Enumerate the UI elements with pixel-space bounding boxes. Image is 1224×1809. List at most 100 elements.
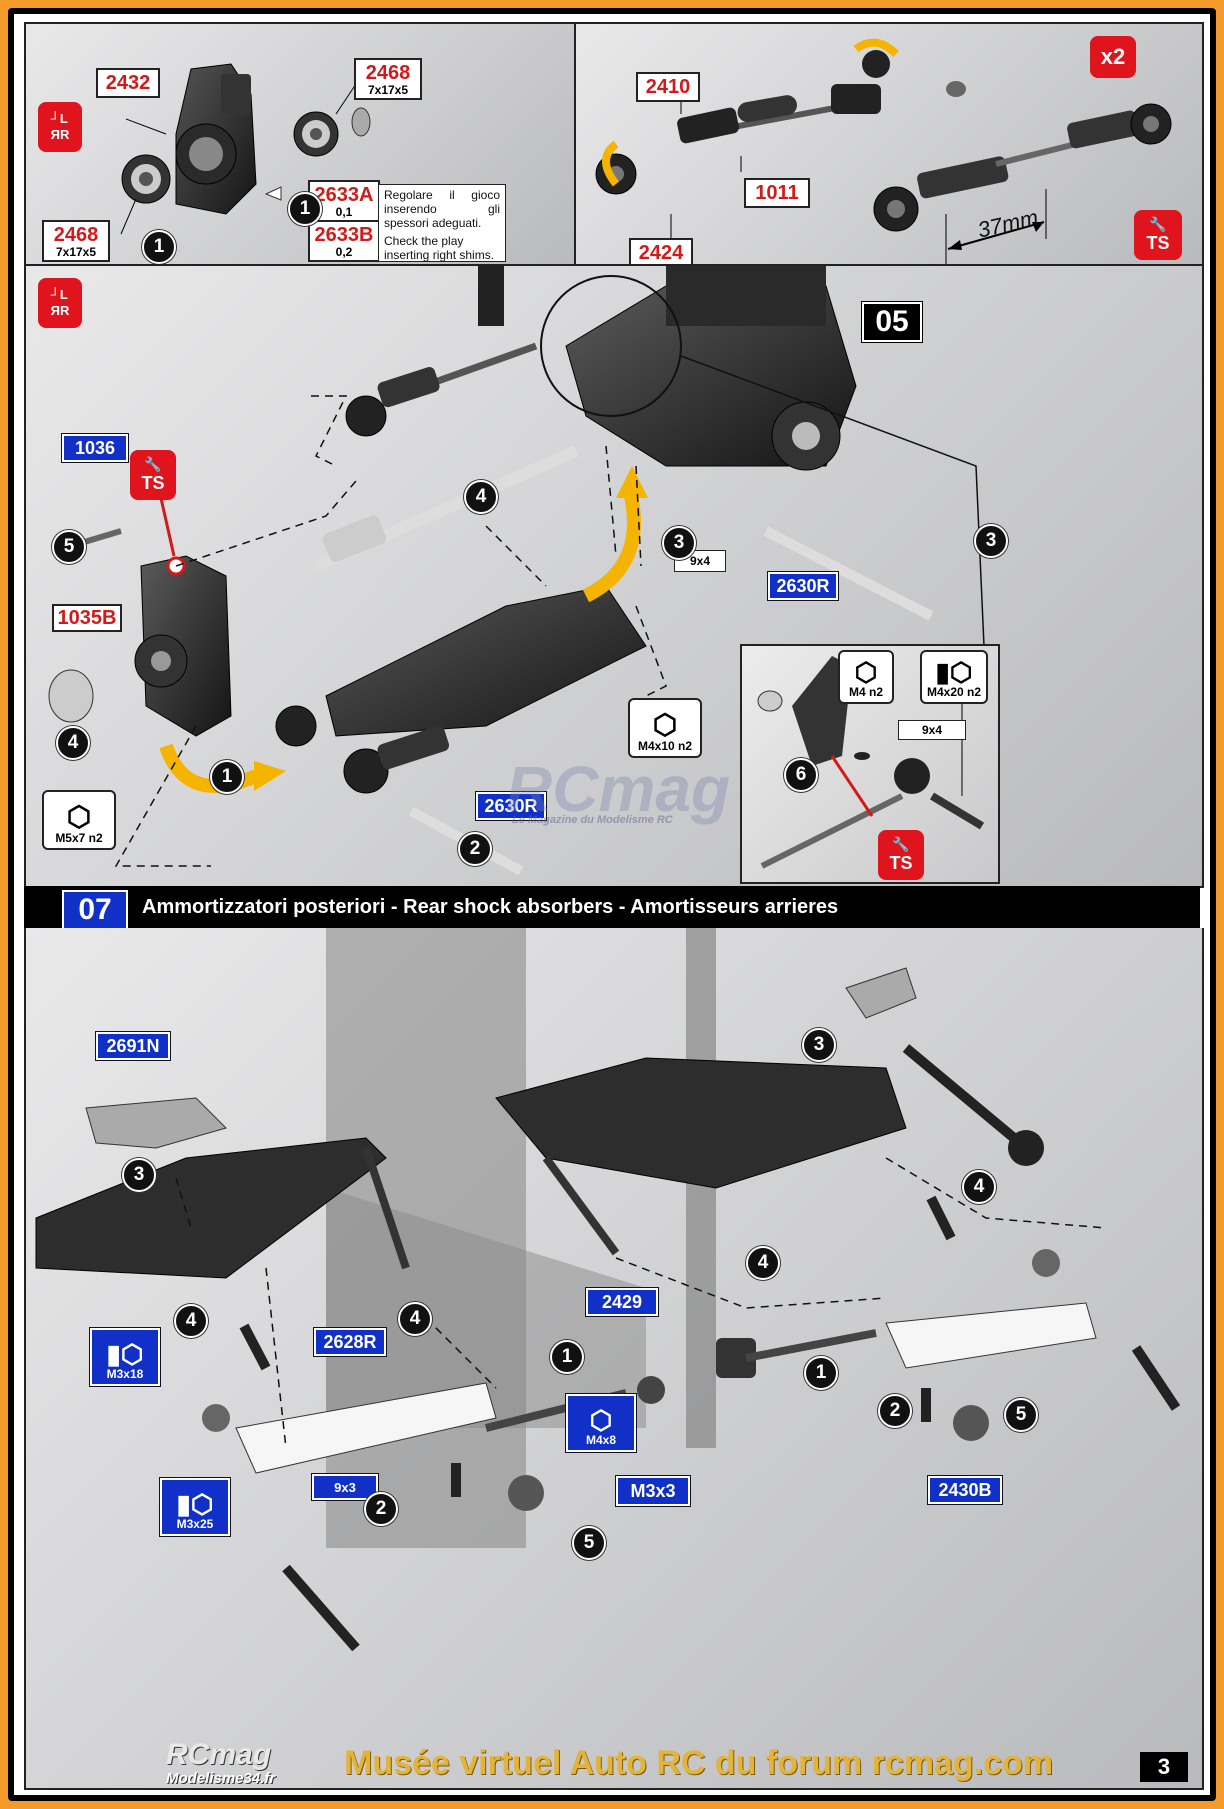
step-number: 1 (804, 1356, 838, 1390)
turnbuckle-illustration (595, 38, 1172, 264)
quantity-badge: x2 (1090, 36, 1136, 78)
step-number: 4 (464, 480, 498, 514)
part-code: 2468 (365, 61, 411, 84)
hardware-label: M3x25 (176, 1517, 214, 1531)
rear-suspension-illustration (48, 266, 985, 876)
panel-step-07: 2691N 2628R 2429 2430B M3x3 9x3 ▮⬡ M3x18… (24, 928, 1204, 1790)
step-number: 2 (364, 1492, 398, 1526)
part-label-2424: 2424 (629, 238, 693, 268)
step-number: 5 (52, 530, 86, 564)
wrench-icon: 🔧 (892, 836, 910, 852)
step-number: 4 (174, 1304, 208, 1338)
ts-label: TS (889, 853, 913, 873)
part-label-2429: 2429 (586, 1288, 658, 1316)
part-label-2468-top: 2468 7x17x5 (354, 58, 422, 100)
step-07-title: Ammortizzatori posteriori - Rear shock a… (142, 896, 839, 918)
bolt-icon: ▮⬡ (935, 657, 973, 687)
hardware-m4x20: ▮⬡ M4x20 n2 (920, 650, 988, 704)
tool-ts-badge: 🔧 TS (1134, 210, 1182, 260)
hardware-m3x25: ▮⬡ M3x25 (160, 1478, 230, 1536)
step-number: 1 (550, 1340, 584, 1374)
hardware-label: M4x10 n2 (637, 739, 693, 753)
step-05-box: 05 (862, 302, 922, 342)
bolt-icon: ▮⬡ (176, 1489, 214, 1519)
step-07-box: 07 (62, 890, 128, 930)
washer-label: 9x4 (898, 720, 966, 740)
hardware-label: M4 n2 (848, 685, 883, 699)
hex-socket-icon: ⬡ (589, 1405, 613, 1435)
shock-mount-illustration (35, 928, 1181, 1652)
part-code: 2633A (314, 183, 374, 206)
hardware-label-m3x3: M3x3 (616, 1476, 690, 1506)
ts-label: TS (141, 473, 165, 493)
hex-socket-icon: ⬡ (652, 709, 678, 740)
step-number: 3 (802, 1028, 836, 1062)
part-label-2630r: 2630R (476, 792, 546, 820)
hardware-label: M4x8 (585, 1433, 617, 1447)
part-label-2468-bottom: 2468 7x17x5 (42, 220, 110, 262)
step-number: 3 (662, 526, 696, 560)
step-number: 4 (962, 1170, 996, 1204)
step-number: 3 (974, 524, 1008, 558)
bolt-icon: ▮⬡ (106, 1339, 144, 1369)
museum-watermark: Musée virtuel Auto RC du forum rcmag.com (344, 1744, 1054, 1782)
step-07-header: 07 Ammortizzatori posteriori - Rear shoc… (24, 886, 1200, 930)
shim-note: Regolare il gioco inserendo gli spessori… (378, 184, 506, 262)
part-label-1011: 1011 (744, 178, 810, 208)
hardware-m3x18: ▮⬡ M3x18 (90, 1328, 160, 1386)
hardware-m4x10: ⬡ M4x10 n2 (628, 698, 702, 758)
inset-illustration (757, 656, 985, 869)
tool-ts-badge: 🔧 TS (130, 450, 176, 500)
part-label-1036: 1036 (62, 434, 128, 462)
rcmag-watermark: RCmag (506, 753, 731, 825)
part-size: 7x17x5 (55, 244, 97, 259)
part-size: 0,2 (335, 244, 353, 259)
step-number: 4 (746, 1246, 780, 1280)
step-number: 5 (1004, 1398, 1038, 1432)
wrench-icon: 🔧 (144, 456, 162, 472)
step-number: 1 (288, 192, 322, 226)
part-label-2628r: 2628R (314, 1328, 386, 1356)
rcmag-watermark-sub: Le Magazine du Modelisme RC (512, 814, 673, 826)
step-number: 1 (210, 760, 244, 794)
tool-ts-badge: 🔧 TS (878, 830, 924, 880)
part-label-2691n: 2691N (96, 1032, 170, 1060)
step-number: 2 (458, 832, 492, 866)
part-label-2630r: 2630R (768, 572, 838, 600)
part-label-1035b: 1035B (52, 604, 122, 632)
part-label-2633b: 2633B 0,2 (308, 220, 380, 262)
modelisme34-logo: Modelisme34.fr (166, 1770, 276, 1787)
wrench-icon: 🔧 (1149, 216, 1167, 232)
part-code: 2633B (314, 223, 374, 246)
hardware-m5x7: ⬡ M5x7 n2 (42, 790, 116, 850)
hex-socket-icon: ⬡ (66, 801, 92, 832)
hardware-m4-nut: ⬡ M4 n2 (838, 650, 894, 704)
part-size: 0,1 (335, 204, 353, 219)
part-label-2430b: 2430B (928, 1476, 1002, 1504)
step-number: 4 (398, 1302, 432, 1336)
step-number: 4 (56, 726, 90, 760)
part-size: 7x17x5 (367, 82, 409, 97)
part-label-2432: 2432 (96, 68, 160, 98)
step-number: 6 (784, 758, 818, 792)
panel-turnbuckle: x2 2410 1011 2424 37mm 🔧 TS (574, 22, 1204, 268)
step-number: 2 (878, 1394, 912, 1428)
shim-note-it: Regolare il gioco inserendo gli spessori… (384, 188, 500, 230)
part-code: 2468 (53, 223, 99, 246)
rcmag-logo: RCmag (166, 1738, 272, 1771)
hardware-label: M5x7 n2 (55, 831, 103, 845)
inset-turnbuckle-mount: ⬡ M4 n2 ▮⬡ M4x20 n2 9x4 6 🔧 TS (740, 644, 1000, 884)
ts-label: TS (1146, 233, 1170, 253)
step-number: 3 (122, 1158, 156, 1192)
part-label-2410: 2410 (636, 72, 700, 102)
hub-carrier-illustration (120, 63, 371, 251)
hardware-label: M4x20 n2 (926, 685, 982, 699)
hex-nut-icon: ⬡ (854, 657, 878, 687)
shim-note-en: Check the play inserting right shims. (384, 234, 495, 262)
hardware-label: M3x18 (106, 1367, 144, 1381)
